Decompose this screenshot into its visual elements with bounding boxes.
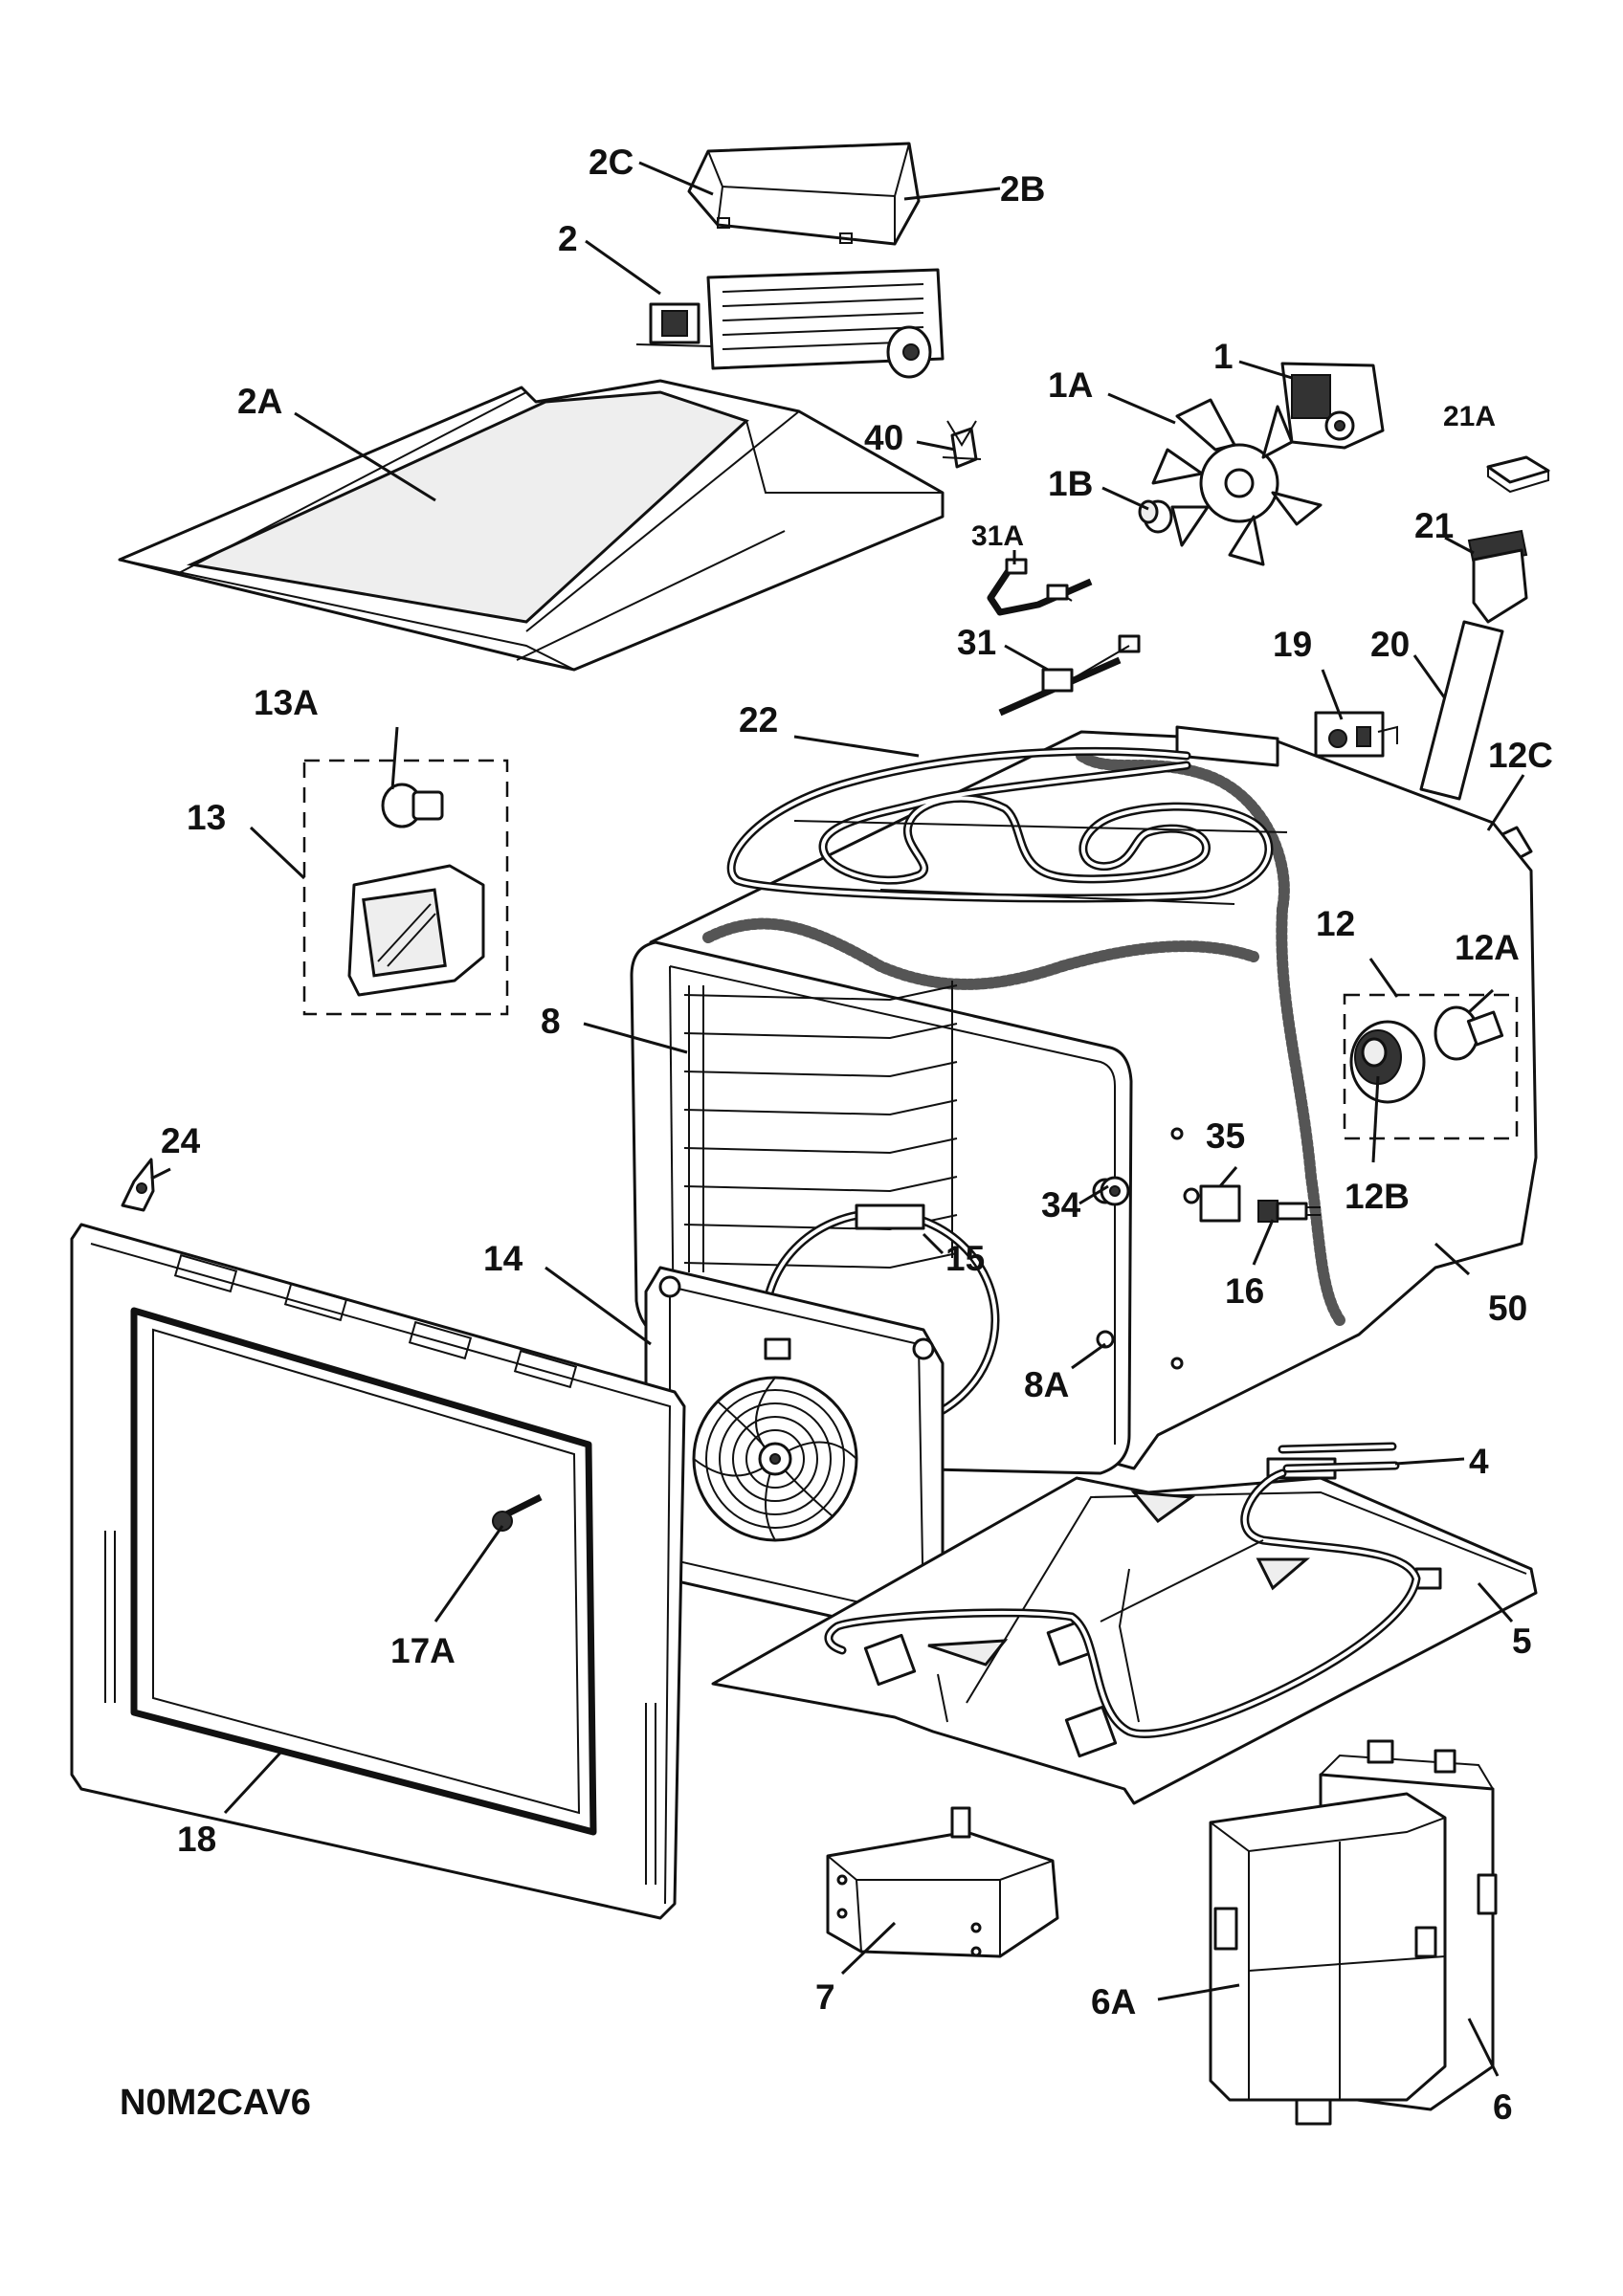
part-17a-screw bbox=[492, 1493, 543, 1532]
part-31-sensor bbox=[998, 634, 1141, 717]
part-31a-wire-harness bbox=[987, 558, 1093, 616]
part-34-grommet bbox=[1100, 1176, 1130, 1206]
label-6: 6 bbox=[1493, 2087, 1513, 2127]
label-24: 24 bbox=[161, 1121, 201, 1160]
part-12b-lamp-holder bbox=[1349, 1020, 1426, 1104]
part-16-terminal bbox=[1257, 1200, 1321, 1223]
label-1b: 1B bbox=[1048, 464, 1093, 503]
part-13a-lamp-bulb bbox=[381, 783, 444, 828]
part-24-bracket bbox=[121, 1158, 155, 1212]
label-40: 40 bbox=[864, 418, 903, 457]
label-15: 15 bbox=[945, 1239, 985, 1278]
label-22: 22 bbox=[739, 700, 778, 740]
part-13-group-box bbox=[302, 759, 509, 1016]
label-1: 1 bbox=[1213, 337, 1234, 376]
label-17a: 17A bbox=[390, 1631, 456, 1670]
part-5-base-plate bbox=[711, 1476, 1538, 1805]
label-35: 35 bbox=[1206, 1116, 1245, 1156]
part-13-lamp-housing bbox=[347, 864, 485, 997]
part-6a-control-module-cover bbox=[1209, 1792, 1447, 2126]
part-20-vent-tube bbox=[1419, 620, 1504, 801]
fan-guard bbox=[692, 1376, 858, 1542]
part-21a-cap bbox=[1486, 455, 1550, 494]
part-labels: 2C 2B 2 2A 40 1 1A 1B 21A 21 31A 31 19 2… bbox=[120, 143, 1553, 2127]
label-5: 5 bbox=[1512, 1622, 1532, 1661]
label-12: 12 bbox=[1316, 904, 1355, 943]
part-2b-duct-cover bbox=[687, 142, 921, 246]
part-2a-top-deflector-panel bbox=[118, 379, 945, 672]
diagram-code: N0M2CAV6 bbox=[120, 2083, 311, 2123]
label-8: 8 bbox=[541, 1002, 561, 1041]
label-14: 14 bbox=[483, 1239, 523, 1278]
label-8a: 8A bbox=[1024, 1365, 1069, 1404]
label-2: 2 bbox=[558, 219, 578, 258]
label-21: 21 bbox=[1414, 506, 1454, 545]
label-12b: 12B bbox=[1345, 1177, 1410, 1216]
label-50: 50 bbox=[1488, 1289, 1527, 1328]
label-1a: 1A bbox=[1048, 365, 1093, 405]
label-13a: 13A bbox=[254, 683, 319, 722]
part-19-thermostat bbox=[1314, 711, 1398, 758]
label-2a: 2A bbox=[237, 382, 282, 421]
label-7: 7 bbox=[815, 1977, 835, 2017]
part-7-transformer bbox=[826, 1806, 1059, 1958]
part-35-switch bbox=[1183, 1184, 1241, 1223]
part-1a-fan-blade bbox=[1151, 398, 1323, 566]
label-2c: 2C bbox=[589, 143, 634, 182]
label-18: 18 bbox=[177, 1820, 216, 1859]
part-1-fan-motor bbox=[1280, 362, 1385, 450]
label-31a: 31A bbox=[971, 520, 1024, 552]
label-16: 16 bbox=[1225, 1271, 1264, 1311]
part-18-door-panel bbox=[70, 1223, 686, 1920]
label-19: 19 bbox=[1273, 625, 1312, 664]
label-21a: 21A bbox=[1443, 401, 1496, 432]
part-2-tangential-fan bbox=[635, 268, 945, 379]
label-20: 20 bbox=[1370, 625, 1410, 664]
label-12c: 12C bbox=[1488, 736, 1553, 775]
part-40-clip bbox=[942, 420, 982, 469]
part-4-lower-element bbox=[824, 1442, 1421, 1738]
label-12a: 12A bbox=[1455, 928, 1520, 967]
label-4: 4 bbox=[1469, 1442, 1489, 1481]
label-31: 31 bbox=[957, 623, 996, 662]
part-21-vent-outlet bbox=[1467, 529, 1528, 624]
leader-lines bbox=[150, 161, 1525, 2077]
label-34: 34 bbox=[1041, 1185, 1081, 1225]
label-2b: 2B bbox=[1000, 169, 1045, 209]
part-12-group-box bbox=[1343, 993, 1519, 1140]
label-6a: 6A bbox=[1091, 1982, 1136, 2021]
part-22-grill-element bbox=[726, 725, 1288, 905]
label-13: 13 bbox=[187, 798, 226, 837]
part-12a-lamp-bulb bbox=[1434, 1005, 1504, 1061]
